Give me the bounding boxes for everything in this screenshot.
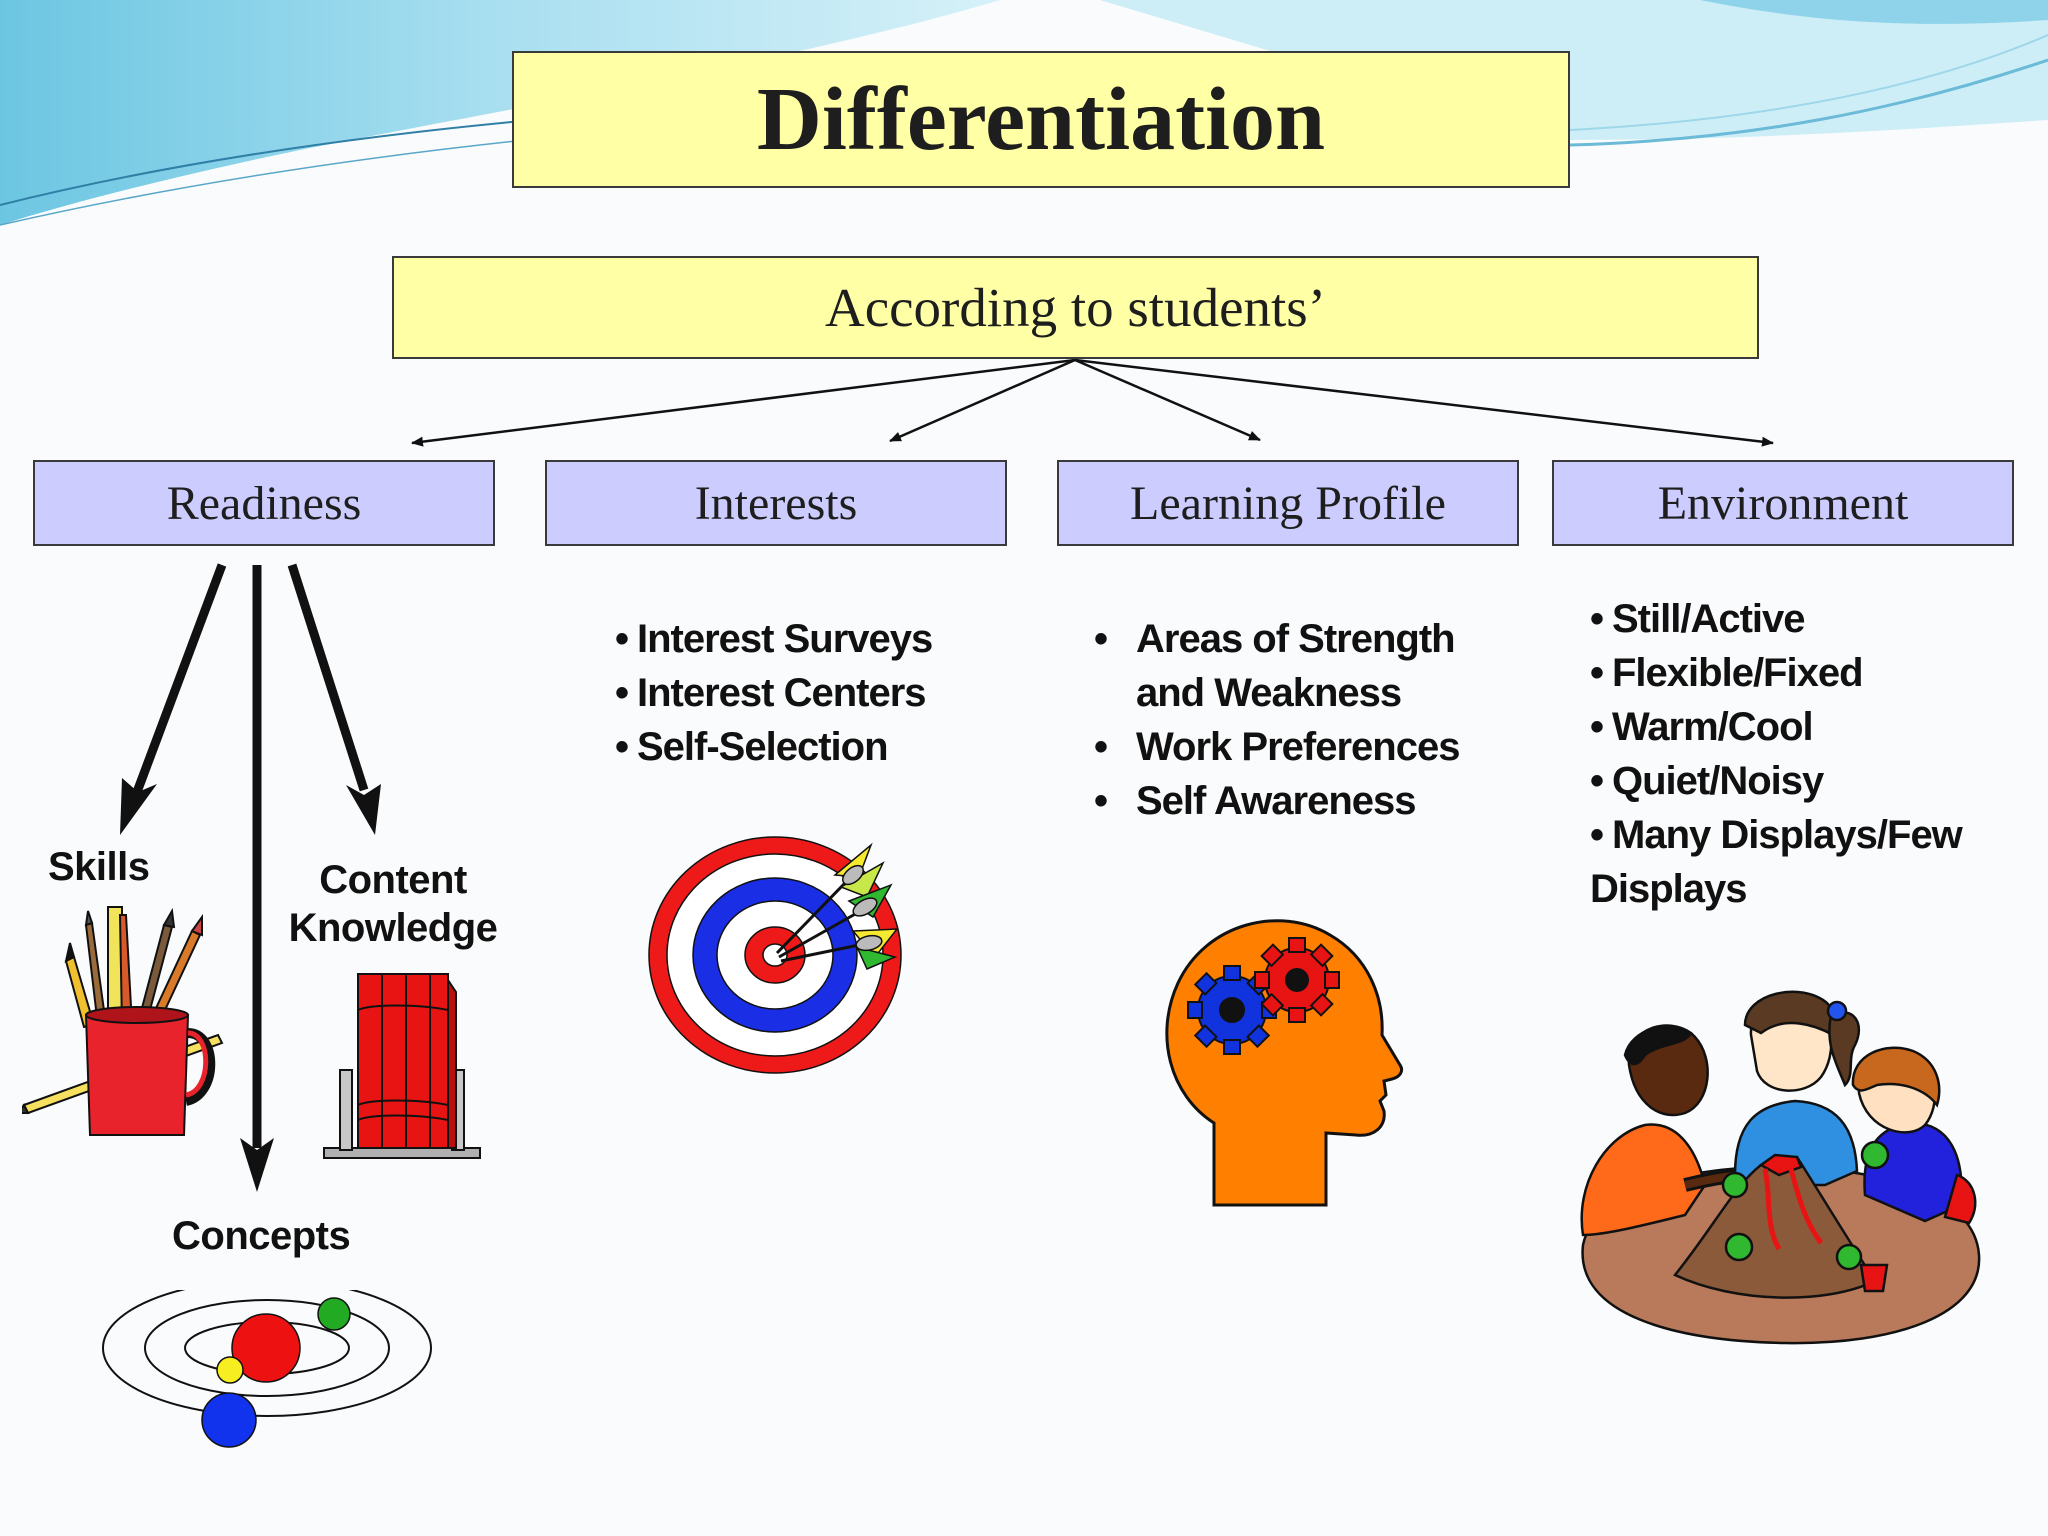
environment-item: Many Displays/Few <box>1590 808 1963 862</box>
environment-item: Still/Active <box>1590 592 1962 646</box>
learning-profile-item: Work Preferences <box>1094 720 1494 774</box>
category-interests-label: Interests <box>694 476 858 530</box>
children-volcano-icon <box>1580 990 1981 1345</box>
learning-profile-item: Self Awareness <box>1094 774 1494 828</box>
subtitle-text: According to students’ <box>824 277 1326 338</box>
environment-item-continuation: Displays <box>1590 867 1748 911</box>
arrow-to-environment <box>1074 358 1774 447</box>
category-learning-profile-label: Learning Profile <box>1130 476 1446 530</box>
environment-item: Flexible/Fixed <box>1590 646 1962 700</box>
concepts-label: Concepts <box>172 1214 351 1258</box>
head-gears-icon <box>1165 919 1404 1207</box>
pencil-cup-icon <box>22 906 224 1136</box>
interests-item: Interest Centers <box>615 666 932 720</box>
subtitle-box: According to students’ <box>392 256 1759 359</box>
category-environment-label: Environment <box>1657 476 1909 530</box>
arrow-to-readiness <box>411 358 1076 447</box>
title-box: Differentiation <box>512 51 1570 188</box>
arrow-to-skills <box>129 563 227 802</box>
category-readiness-label: Readiness <box>166 476 362 530</box>
arrow-to-learning-profile <box>1074 358 1261 442</box>
solar-system-icon <box>102 1290 432 1448</box>
content-knowledge-line1: Content <box>319 858 467 902</box>
content-knowledge-line2: Knowledge <box>288 906 498 950</box>
category-readiness: Readiness <box>33 460 495 546</box>
content-knowledge-label: Content Knowledge <box>288 856 498 952</box>
environment-list: Still/Active Flexible/Fixed Warm/Cool Qu… <box>1590 592 1963 862</box>
arrow-to-content-knowledge <box>287 563 369 792</box>
page-title: Differentiation <box>756 70 1326 169</box>
interests-item: Self-Selection <box>615 720 932 774</box>
target-darts-icon <box>648 836 902 1074</box>
arrow-to-interests <box>889 358 1076 443</box>
category-interests: Interests <box>545 460 1007 546</box>
environment-item: Quiet/Noisy <box>1590 754 1962 808</box>
books-icon <box>323 973 481 1159</box>
skills-label: Skills <box>48 845 150 889</box>
category-learning-profile: Learning Profile <box>1057 460 1519 546</box>
interests-item: Interest Surveys <box>615 612 933 666</box>
learning-profile-list: Areas of Strength and Weakness Work Pref… <box>1094 612 1494 828</box>
interests-list: Interest Surveys Interest Centers Self-S… <box>615 612 933 774</box>
environment-item: Warm/Cool <box>1590 700 1962 754</box>
learning-profile-item: Areas of Strength and Weakness <box>1094 612 1494 720</box>
category-environment: Environment <box>1552 460 2014 546</box>
